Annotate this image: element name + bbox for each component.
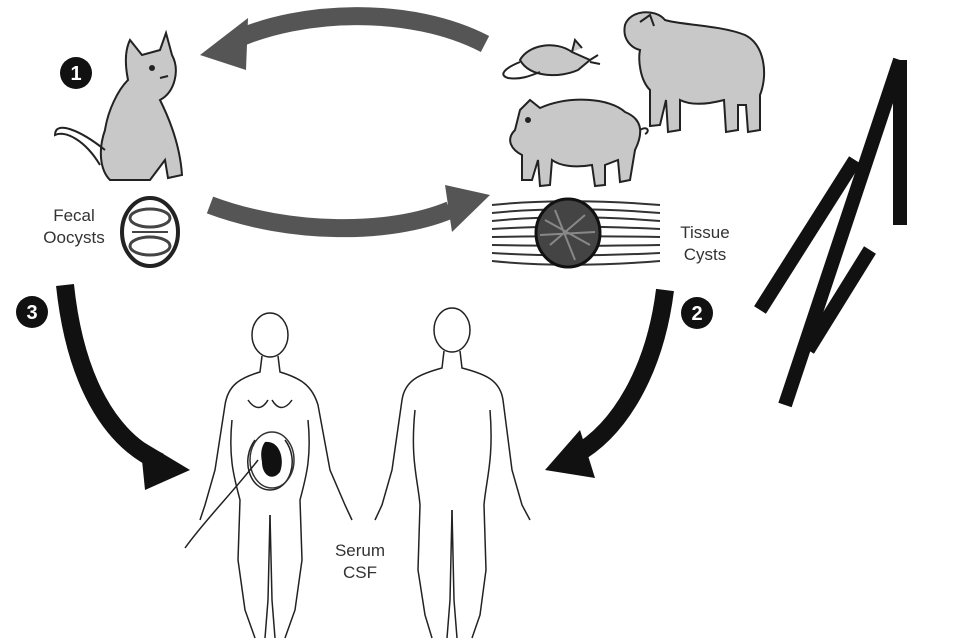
tissue-label-line2: Cysts bbox=[660, 244, 750, 266]
fecal-oocysts-label: Fecal Oocysts bbox=[24, 205, 124, 249]
step-badge-2: 2 bbox=[681, 297, 713, 329]
rat-icon bbox=[503, 40, 600, 79]
serum-label: Serum bbox=[320, 540, 400, 562]
svg-text:2: 2 bbox=[691, 303, 702, 325]
arrow-intermediate-to-cat bbox=[235, 16, 485, 44]
fecal-label-line2: Oocysts bbox=[24, 227, 124, 249]
cat-icon bbox=[55, 33, 182, 180]
tissue-label-line1: Tissue bbox=[660, 222, 750, 244]
csf-label: CSF bbox=[320, 562, 400, 584]
oocyst-icon bbox=[122, 198, 178, 266]
fecal-label-line1: Fecal bbox=[24, 205, 124, 227]
step-badge-3: 3 bbox=[16, 296, 48, 328]
arrow-oocysts-to-human bbox=[65, 285, 160, 462]
watermark-my bbox=[760, 60, 900, 405]
arrow-cysts-to-human bbox=[575, 290, 665, 455]
male-figure bbox=[375, 308, 530, 638]
pig-icon bbox=[510, 100, 648, 186]
svg-text:3: 3 bbox=[26, 302, 37, 324]
serum-csf-label: Serum CSF bbox=[320, 540, 400, 584]
arrow-cat-to-intermediate bbox=[210, 205, 450, 228]
step-badge-1: 1 bbox=[60, 57, 92, 89]
svg-text:1: 1 bbox=[70, 63, 81, 85]
sheep-icon bbox=[624, 12, 764, 132]
tissue-cysts-label: Tissue Cysts bbox=[660, 222, 750, 266]
tissue-cyst-icon bbox=[492, 199, 660, 267]
